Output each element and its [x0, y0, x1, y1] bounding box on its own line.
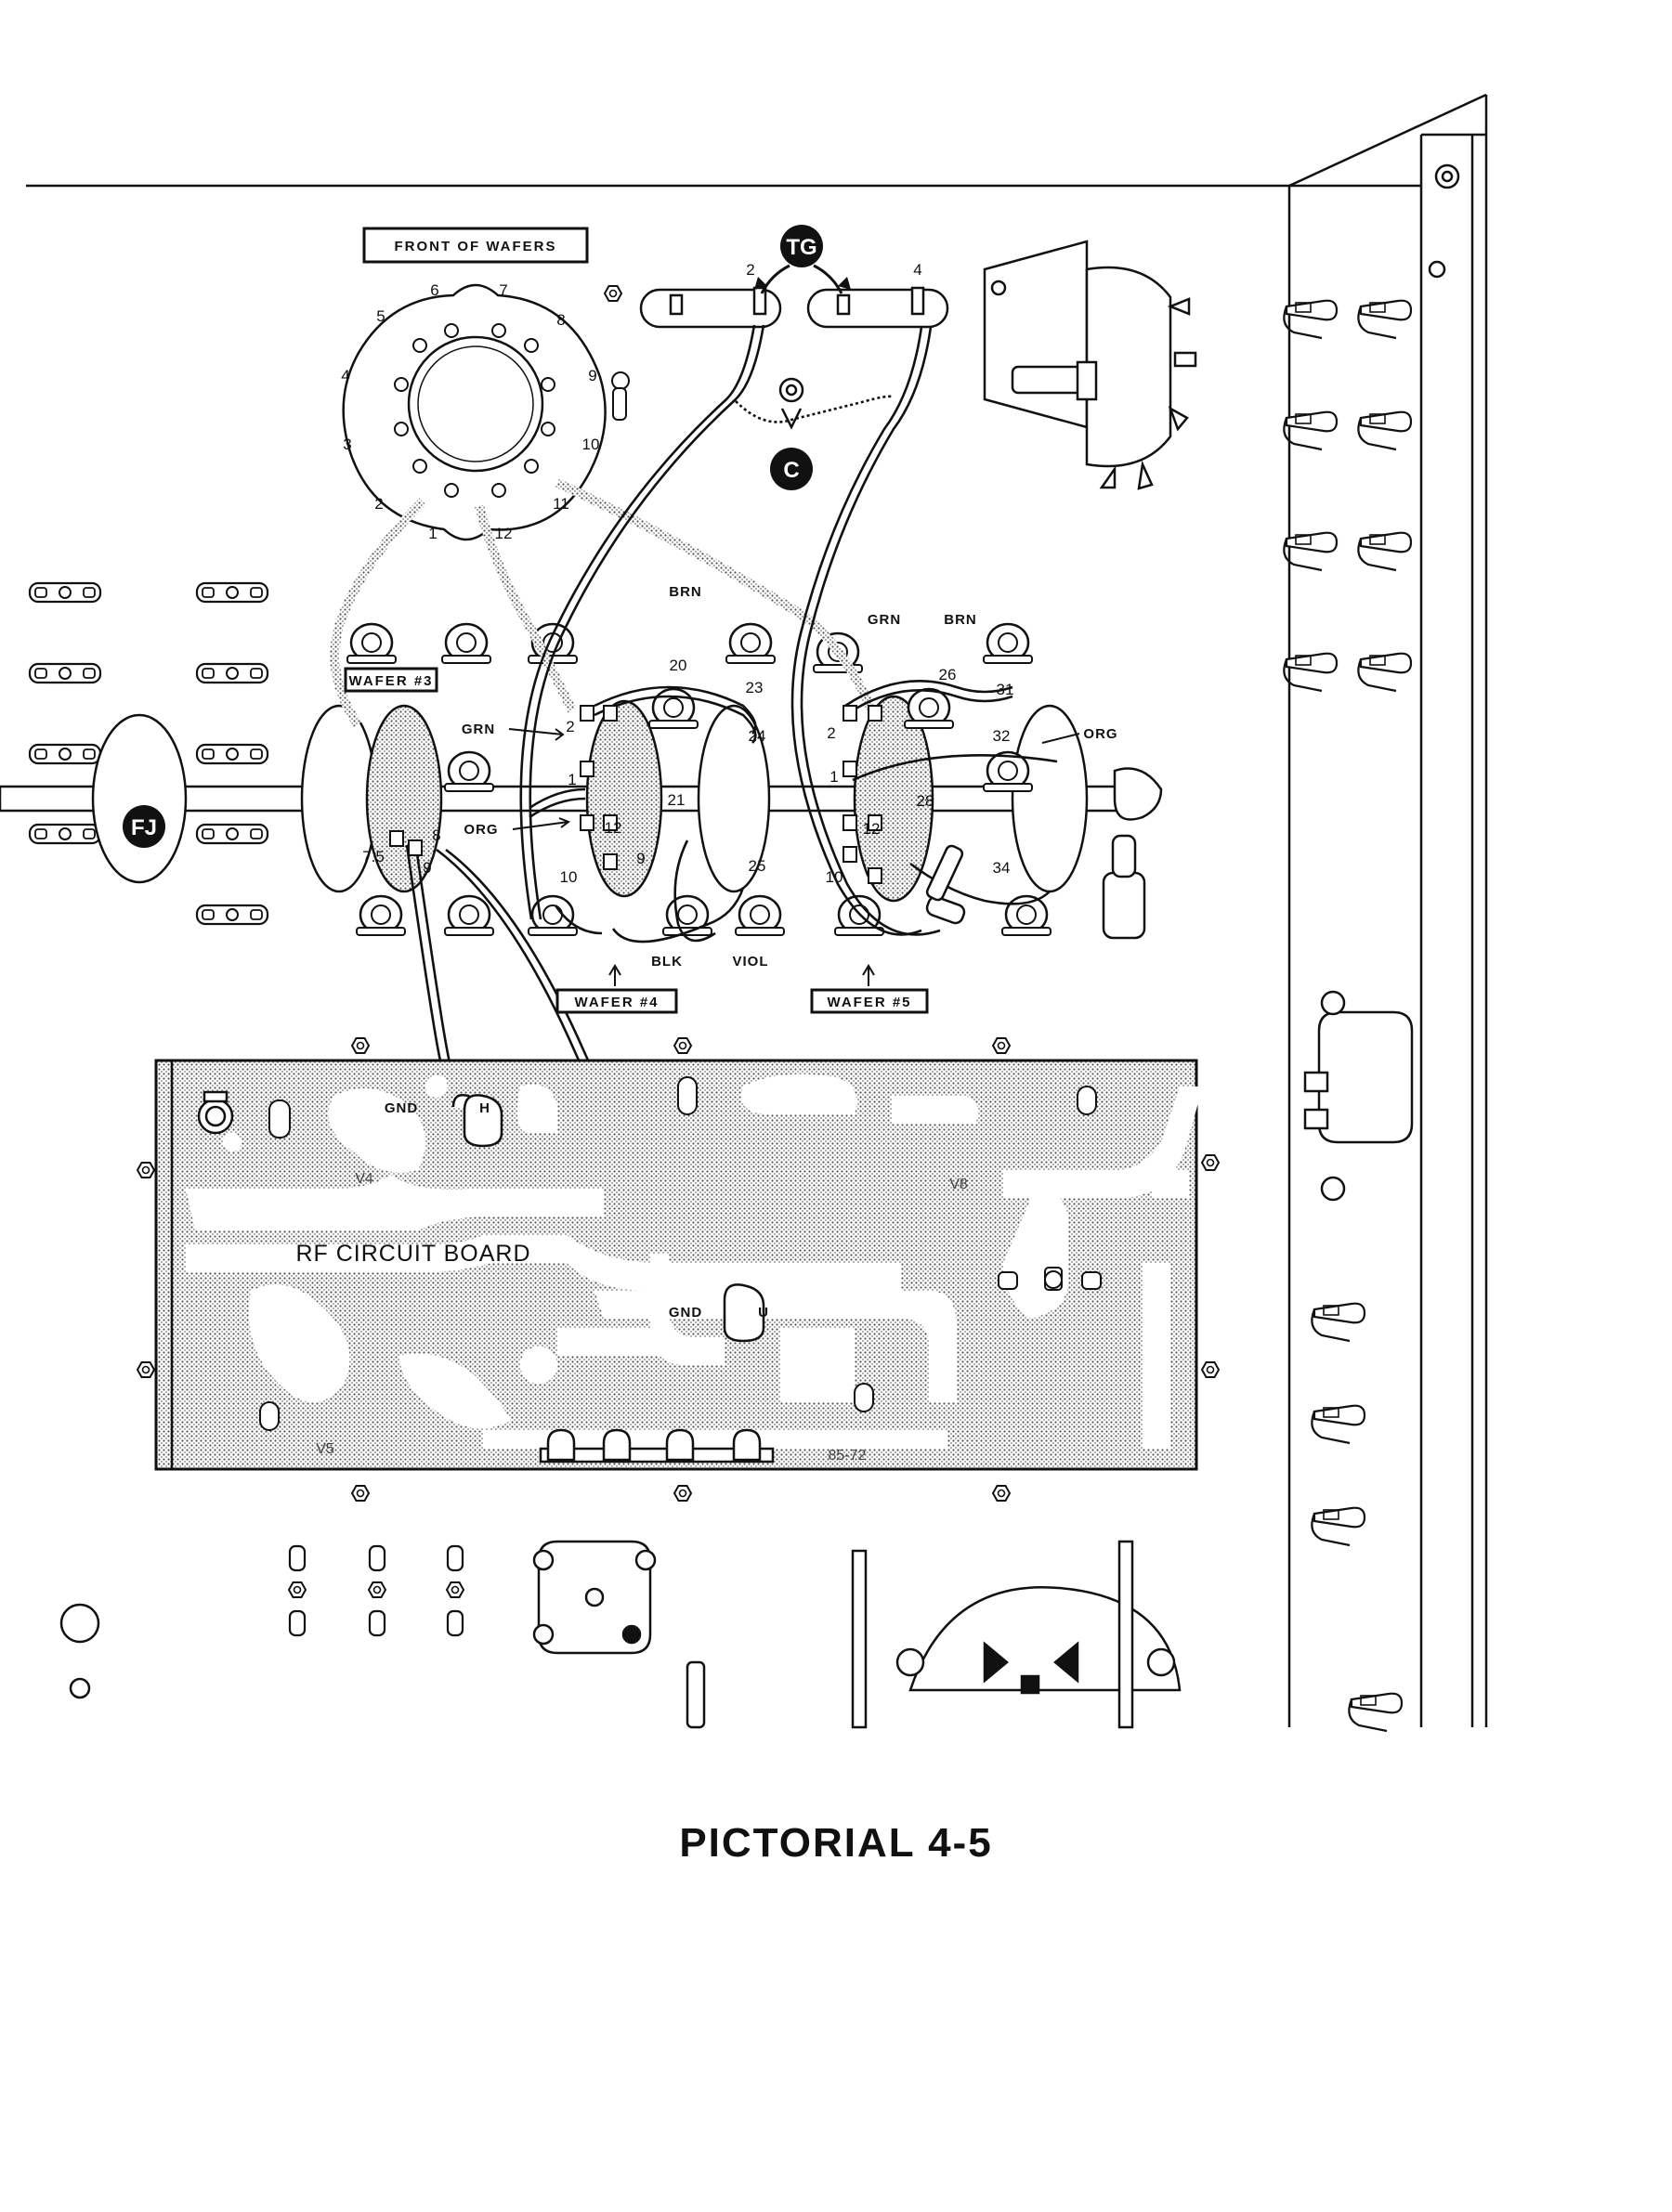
front-of-wafers-box: FRONT OF WAFERS [362, 227, 589, 264]
svg-text:FJ: FJ [131, 815, 157, 840]
front-of-wafers-label: FRONT OF WAFERS [395, 239, 557, 254]
pin-number: 8 [556, 311, 565, 329]
ground-lug [778, 377, 804, 430]
board-v8-label: V8 [949, 1177, 968, 1192]
lug-number: 7.5 [362, 848, 385, 865]
lug-number: 21 [668, 791, 686, 809]
wafer-contacts [389, 705, 882, 884]
terminal-strip-tg [639, 286, 949, 329]
pin-number: 2 [374, 495, 383, 513]
pin-number: 6 [430, 281, 438, 299]
wire-label-org-right: ORG [1083, 726, 1117, 742]
lug-number: 26 [939, 666, 957, 683]
pin-number: 5 [376, 307, 385, 325]
lug-number: 24 [749, 727, 766, 745]
figure-caption: PICTORIAL 4-5 [679, 1820, 993, 1866]
wire-label-grn: GRN [462, 722, 495, 737]
switch-shaft [0, 695, 1163, 903]
wafer3-box: WAFER #3 [344, 667, 438, 693]
small-lug-group [998, 1267, 1102, 1291]
board-gnd-label-2: GND [669, 1305, 702, 1321]
lug-number: 28 [917, 792, 934, 810]
lug-number: 8 [432, 826, 440, 844]
wafer4-box: WAFER #4 [555, 964, 678, 1014]
potentiometer [1102, 834, 1146, 940]
wire-label-grn-right: GRN [868, 612, 901, 628]
board-title: RF CIRCUIT BOARD [295, 1241, 530, 1267]
lug-number: 31 [997, 681, 1014, 698]
pin-number: 12 [495, 525, 513, 542]
board-code-label: 85-72 [829, 1448, 867, 1464]
pin-number: 10 [582, 436, 600, 453]
wafer3-label: WAFER #3 [348, 673, 433, 689]
fj-marker: FJ [123, 805, 165, 848]
lug-number: 4 [913, 261, 921, 279]
lug-number: 10 [560, 868, 578, 886]
board-v4-label: V4 [355, 1171, 373, 1187]
wafer5-box: WAFER #5 [810, 964, 929, 1014]
lug-number: 20 [670, 657, 687, 674]
lug-number: 9 [636, 850, 645, 867]
pin-number: 11 [553, 495, 569, 513]
svg-text:TG: TG [786, 235, 816, 260]
lug-number: 23 [746, 679, 764, 696]
wire-label-brn-right: BRN [944, 612, 977, 628]
lug-number: 34 [993, 859, 1011, 877]
board-u-label: U [758, 1305, 769, 1321]
mounting-holes [59, 1603, 100, 1699]
pin-number: 3 [343, 436, 351, 453]
wafer4-label: WAFER #4 [574, 995, 659, 1010]
wire-label-org: ORG [464, 822, 498, 838]
resistor [925, 844, 966, 925]
pin-number: 1 [428, 525, 437, 542]
bottom-lug-columns [287, 1544, 465, 1637]
board-v5-label: V5 [316, 1441, 334, 1457]
tg-marker: TG [754, 225, 851, 294]
lug-number: 32 [993, 727, 1011, 745]
lug-number: 1 [568, 771, 576, 788]
lug-number: 25 [749, 857, 766, 875]
lug-number: 2 [827, 724, 835, 742]
lug-number: 2 [746, 261, 754, 279]
svg-text:C: C [783, 458, 799, 483]
coax-connector [197, 1090, 234, 1135]
lug-number: 10 [826, 868, 843, 886]
tube-socket-12-pin: 1 2 3 4 5 6 7 8 9 10 11 12 [341, 281, 607, 542]
board-h-label: H [479, 1100, 490, 1116]
pin-number: 9 [588, 367, 596, 384]
chassis-outline [26, 93, 1488, 1727]
pin-number: 7 [499, 281, 507, 299]
lug-number: 2 [566, 718, 574, 735]
board-edge-lugs [539, 1428, 775, 1464]
ac-socket-side [1303, 990, 1414, 1202]
wire-label-brn: BRN [669, 584, 702, 600]
lug-number: 12 [863, 820, 881, 838]
side-panel-holes [1428, 163, 1460, 279]
gnd-h-lugs [451, 1094, 765, 1343]
lug-number: 9 [423, 859, 431, 877]
nut [604, 285, 622, 302]
c-marker: C [770, 448, 813, 490]
bottom-socket [532, 1540, 657, 1655]
wafer5-label: WAFER #5 [827, 995, 911, 1010]
label-arrows [508, 728, 1080, 830]
bottom-tube-socket [686, 1540, 1182, 1729]
lug-number: 12 [605, 819, 622, 837]
lug-number: 1 [829, 768, 838, 786]
wire-label-viol: VIOL [732, 954, 768, 969]
wire-label-blk: BLK [651, 954, 683, 969]
rotary-control [983, 240, 1197, 490]
pin-number: 4 [341, 367, 349, 384]
solder-lug-small [611, 371, 630, 421]
rf-circuit-board: RF CIRCUIT BOARD GND H GND U V4 V5 V8 85… [154, 1059, 1203, 1471]
board-gnd-label: GND [385, 1100, 418, 1116]
